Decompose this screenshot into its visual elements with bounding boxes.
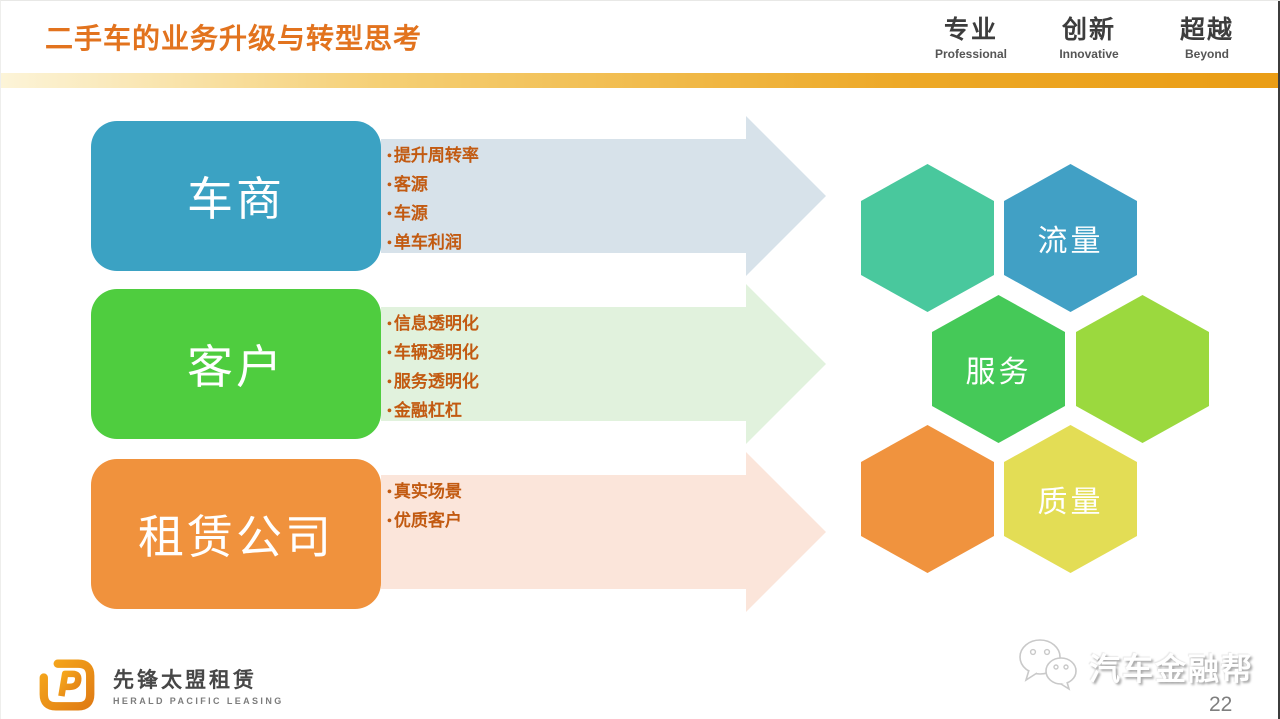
hexagon-label: 流量 [1037, 225, 1104, 258]
bullet-list-leasing: 真实场景 优质客户 [387, 478, 727, 536]
hexagon-quality: 质量 [1004, 425, 1137, 573]
watermark-text: 汽车金融帮 [1089, 652, 1254, 687]
bullet-item: 车辆透明化 [387, 339, 727, 368]
box-leasing-label: 租赁公司 [138, 512, 334, 563]
value-cn: 创新 [1061, 16, 1116, 44]
company-values: 专业 Professional 创新 Innovative 超越 Beyond [932, 15, 1246, 61]
company-name-cn: 先锋太盟租赁 [113, 669, 257, 692]
hexagon-label: 服务 [965, 356, 1032, 389]
page-title: 二手车的业务升级与转型思考 [45, 23, 423, 54]
value-cn: 超越 [1179, 16, 1234, 44]
bullet-item: 客源 [387, 171, 727, 200]
box-customer: 客户 [91, 289, 381, 439]
box-customer-label: 客户 [187, 342, 285, 393]
hexagon-blank-teal [861, 164, 994, 312]
box-leasing: 租赁公司 [91, 459, 381, 609]
value-innovative: 创新 Innovative [1050, 15, 1128, 61]
box-dealer: 车商 [91, 121, 381, 271]
company-logo: 先锋太盟租赁 HERALD PACIFIC LEASING [39, 659, 284, 716]
bullet-item: 优质客户 [387, 507, 727, 536]
gold-divider-bar [1, 73, 1280, 88]
value-beyond: 超越 Beyond [1168, 15, 1246, 61]
company-name-en: HERALD PACIFIC LEASING [113, 696, 284, 706]
bullet-list-dealer: 提升周转率 客源 车源 单车利润 [387, 142, 727, 258]
bullet-item: 单车利润 [387, 229, 727, 258]
bullet-item: 信息透明化 [387, 310, 727, 339]
box-dealer-label: 车商 [187, 174, 285, 225]
page-number: 22 [1209, 693, 1233, 716]
bullet-item: 提升周转率 [387, 142, 727, 171]
bullet-item: 真实场景 [387, 478, 727, 507]
company-logo-text: 先锋太盟租赁 HERALD PACIFIC LEASING [113, 669, 284, 706]
hexagon-blank-orange [861, 425, 994, 573]
hexagon-traffic: 流量 [1004, 164, 1137, 312]
bullet-item: 服务透明化 [387, 368, 727, 397]
value-en: Innovative [1059, 47, 1119, 61]
right-edge-line [1278, 1, 1280, 719]
hexagon-service: 服务 [932, 295, 1065, 443]
value-en: Beyond [1184, 47, 1229, 61]
hexagon-label: 质量 [1037, 486, 1104, 519]
value-professional: 专业 Professional [932, 15, 1010, 61]
hexagon-blank-lightgreen [1076, 295, 1209, 443]
company-logo-icon [39, 659, 95, 716]
wechat-icon [1017, 635, 1079, 698]
bullet-item: 金融杠杠 [387, 397, 727, 426]
watermark: 汽车金融帮 [1017, 635, 1254, 698]
bullet-item: 车源 [387, 200, 727, 229]
value-en: Professional [934, 47, 1008, 61]
value-cn: 专业 [943, 16, 998, 44]
bullet-list-customer: 信息透明化 车辆透明化 服务透明化 金融杠杠 [387, 310, 727, 426]
